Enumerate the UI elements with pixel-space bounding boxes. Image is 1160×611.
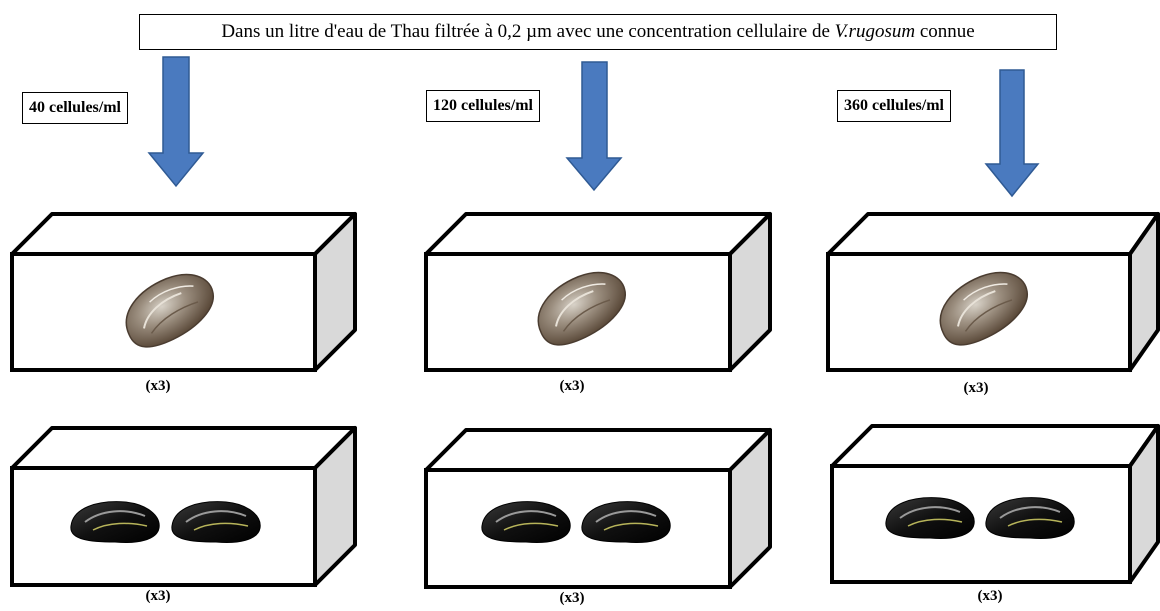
concentration-label-120: 120 cellules/ml (426, 90, 540, 122)
diagram-title: Dans un litre d'eau de Thau filtrée à 0,… (139, 14, 1057, 50)
down-arrow-icon (984, 69, 1040, 198)
mussel-icon (481, 501, 571, 543)
mussel-icon (885, 497, 975, 539)
concentration-label-40: 40 cellules/ml (22, 92, 128, 124)
oyster-replicate-count: (x3) (145, 378, 171, 394)
column-2 (424, 61, 772, 589)
oyster-tank (10, 212, 357, 372)
oyster-icon (537, 271, 626, 346)
mussel-tank (10, 426, 357, 587)
oyster-tank (424, 212, 772, 372)
oyster-replicate-count: (x3) (963, 380, 989, 396)
mussel-icon (70, 501, 160, 543)
mussel-icon (985, 497, 1075, 539)
title-suffix: connue (915, 21, 975, 42)
column-3 (826, 69, 1160, 584)
column-1 (10, 56, 357, 587)
species-name: V.rugosum (834, 21, 916, 42)
mussel-tank (830, 424, 1160, 584)
oyster-icon (125, 273, 214, 348)
down-arrow-icon (147, 56, 205, 188)
oyster-replicate-count: (x3) (559, 378, 585, 394)
mussel-icon (581, 501, 671, 543)
mussel-icon (171, 501, 261, 543)
mussel-replicate-count: (x3) (559, 590, 585, 606)
mussel-tank (424, 428, 772, 589)
oyster-tank (826, 212, 1160, 372)
down-arrow-icon (565, 61, 623, 192)
concentration-label-360: 360 cellules/ml (837, 90, 951, 122)
mussel-replicate-count: (x3) (145, 588, 171, 604)
mussel-replicate-count: (x3) (977, 588, 1003, 604)
oyster-icon (939, 271, 1028, 346)
title-text: Dans un litre d'eau de Thau filtrée à 0,… (221, 21, 835, 42)
